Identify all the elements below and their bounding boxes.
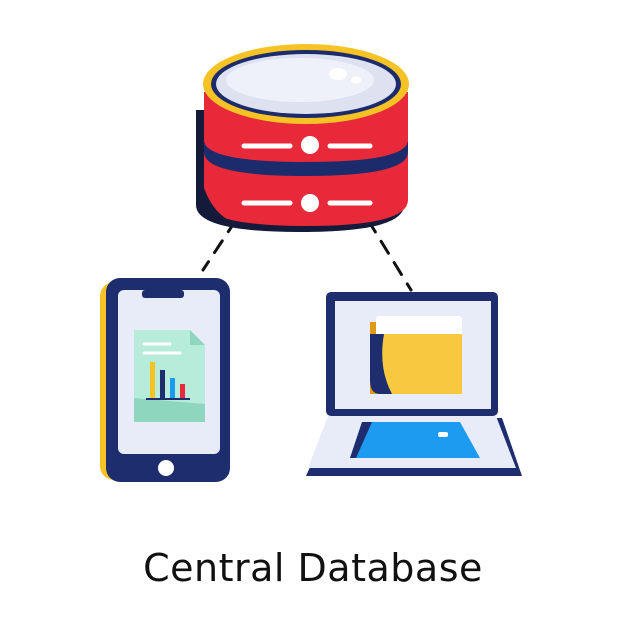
- folder-icon: [370, 316, 462, 394]
- laptop-icon: [306, 292, 522, 476]
- connection-line-left: [201, 218, 238, 272]
- database-server-icon: [196, 44, 409, 232]
- connection-lines: [201, 218, 413, 292]
- bar-chart-document-icon: [134, 330, 205, 422]
- caption-title: Central Database: [143, 546, 483, 590]
- smartphone-icon: [100, 278, 230, 482]
- connection-line-right: [366, 218, 413, 292]
